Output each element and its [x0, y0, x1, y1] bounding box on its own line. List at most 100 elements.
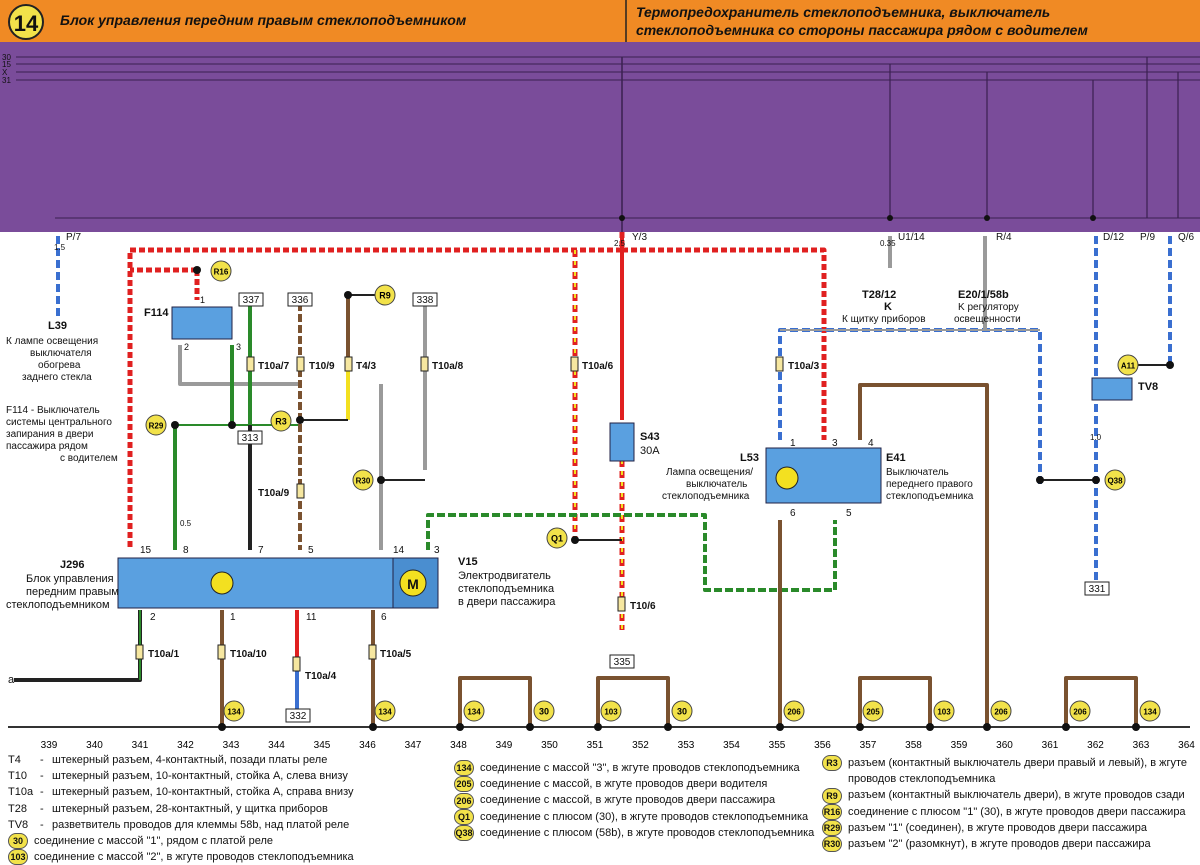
svg-text:Q1: Q1	[551, 534, 563, 544]
j296-code: J296	[60, 559, 84, 571]
t28-sub: K	[884, 301, 892, 313]
badge-134: 134	[223, 700, 245, 722]
ref-332: 332	[290, 711, 307, 722]
f114-code: F114	[144, 307, 169, 319]
l53-desc-3: стеклоподъемника	[662, 491, 750, 502]
conn-t10a-6: T10a/6	[582, 361, 614, 372]
scale-349: 349	[496, 740, 513, 751]
e41-desc-1: Выключатель	[886, 467, 949, 478]
gauge-u1: 0.35	[880, 239, 896, 248]
svg-text:206: 206	[787, 708, 801, 717]
svg-text:134: 134	[1143, 708, 1157, 717]
page-number-badge	[8, 4, 44, 40]
t28-code: T28/12	[862, 289, 896, 301]
f114-desc-2: системы центрального	[6, 417, 112, 428]
scale-354: 354	[723, 740, 740, 751]
badge-206: 206	[1069, 700, 1091, 722]
tap-d12: D/12	[1103, 232, 1125, 243]
conn-t10a-4: T10a/4	[305, 671, 337, 682]
ref-331: 331	[1089, 584, 1106, 595]
gauge-l39: 1.5	[54, 243, 66, 252]
e20-code: E20/1/58b	[958, 289, 1009, 301]
tap-y3: Y/3	[632, 232, 647, 243]
gauge-j296-8: 0.5	[180, 519, 192, 528]
badge-205: 205	[862, 700, 884, 722]
j296-pin-7: 7	[258, 545, 264, 556]
lamp-icon	[775, 466, 799, 490]
j296-pin-11: 11	[306, 612, 317, 623]
badge-q1: Q1	[546, 527, 568, 549]
badge-r9: R9	[374, 284, 396, 306]
svg-text:30: 30	[677, 707, 687, 717]
scale-340: 340	[86, 740, 103, 751]
v15-desc-1: Электродвигатель	[458, 570, 551, 582]
conn-t10-9: T10/9	[309, 361, 335, 372]
bus-line-30: 30	[2, 53, 11, 62]
svg-text:134: 134	[378, 708, 392, 717]
e41-desc-3: стеклоподъемника	[886, 491, 974, 502]
s43-fuse	[609, 422, 635, 462]
bus-line-31: 31	[2, 76, 11, 85]
l39-desc-1: К лампе освещения	[6, 336, 98, 347]
j296-desc-1: Блок управления	[26, 573, 114, 585]
scale-350: 350	[541, 740, 558, 751]
v15-desc-2: стеклоподъемника	[458, 583, 555, 595]
svg-text:R3: R3	[275, 417, 287, 427]
l39-code: L39	[48, 320, 67, 332]
ref-337: 337	[243, 295, 260, 306]
l53-pin-6: 6	[790, 508, 796, 519]
f114-switch	[171, 306, 233, 340]
legend-badge-r3-cont: проводов стеклоподъемника	[848, 773, 996, 786]
motor-symbol: M	[407, 576, 419, 592]
badge-q38: Q38	[1104, 469, 1126, 491]
badge-103: 103	[933, 700, 955, 722]
badge-r29: R29	[145, 414, 167, 436]
j296-pin-2: 2	[150, 612, 156, 623]
svg-text:103: 103	[604, 708, 618, 717]
scale-343: 343	[223, 740, 240, 751]
scale-359: 359	[951, 740, 968, 751]
svg-text:R16: R16	[214, 268, 229, 277]
tap-q6: Q/6	[1178, 232, 1195, 243]
l53-code: L53	[740, 452, 759, 464]
scale-345: 345	[314, 740, 331, 751]
legend-left: T4-штекерный разъем, 4-контактный, позад…	[8, 752, 444, 865]
legend-def-t10: T10-штекерный разъем, 10-контактный, сто…	[8, 770, 348, 783]
l53-desc-1: Лампа освещения/	[666, 467, 753, 478]
f114-desc-1: F114 - Выключатель	[6, 405, 100, 416]
scale-360: 360	[996, 740, 1013, 751]
e20-sub: K регулятору	[958, 302, 1019, 313]
scale-339: 339	[41, 740, 58, 751]
ref-336: 336	[292, 295, 309, 306]
legend-def-t10a: T10a-штекерный разъем, 10-контактный, ст…	[8, 786, 354, 799]
scale-364: 364	[1178, 740, 1195, 751]
ref-335: 335	[614, 657, 631, 668]
signal-a: a	[8, 674, 15, 686]
v15-motor-box	[392, 557, 439, 609]
f114-pin3: 3	[236, 342, 241, 352]
scale-341: 341	[132, 740, 149, 751]
badge-206: 206	[783, 700, 805, 722]
page-number: 14	[14, 11, 39, 36]
e41-pin-4: 4	[868, 438, 874, 449]
legend-def-t4: T4-штекерный разъем, 4-контактный, позад…	[8, 754, 328, 766]
l39-desc-4: заднего стекла	[22, 372, 92, 383]
tap-r4: R/4	[996, 232, 1012, 243]
transistor-icon	[210, 571, 234, 595]
conn-t4-3: T4/3	[356, 361, 376, 372]
title-right-line2: стеклоподъемника со стороны пассажира ря…	[636, 22, 1088, 38]
svg-text:R29: R29	[149, 422, 164, 431]
badge-r30: R30	[352, 469, 374, 491]
scale-357: 357	[860, 740, 877, 751]
svg-text:103: 103	[937, 708, 951, 717]
scale-347: 347	[405, 740, 422, 751]
svg-text:30: 30	[539, 707, 549, 717]
svg-text:134: 134	[467, 708, 481, 717]
legend-def-tv8: TV8-разветвитель проводов для клеммы 58b…	[8, 818, 350, 831]
